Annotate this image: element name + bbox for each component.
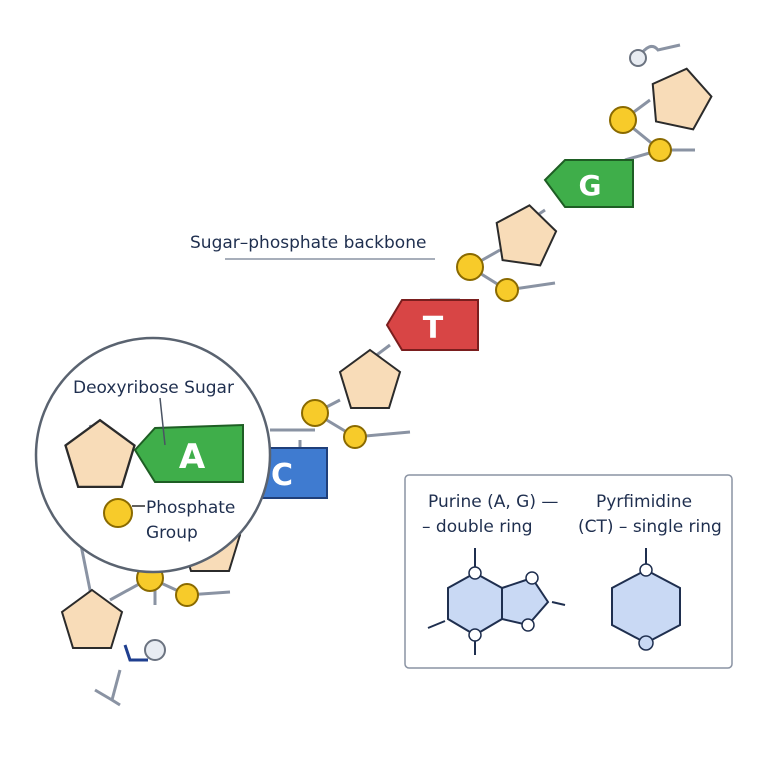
sugar-pentagon xyxy=(339,349,401,409)
sugar-label: Deoxyribose Sugar xyxy=(73,378,234,398)
base-t: T xyxy=(385,299,479,351)
base-letter: C xyxy=(271,458,293,493)
base-letter: T xyxy=(423,311,444,346)
magnifier-inset: A Deoxyribose Sugar Phosphate Group xyxy=(34,336,272,574)
base-letter: A xyxy=(179,437,206,477)
base-letter: G xyxy=(579,169,602,202)
sugar-pentagon xyxy=(490,200,561,268)
phosphate-label: Phosphate xyxy=(146,498,235,518)
bond-line xyxy=(123,644,148,662)
sugar-pentagon xyxy=(644,61,717,133)
purine-label: – double ring xyxy=(422,517,533,537)
pyrimidine-single-ring-icon xyxy=(611,548,681,651)
base-g: G xyxy=(543,159,634,208)
terminal-groups xyxy=(144,49,647,661)
purine-double-ring-icon xyxy=(427,548,566,655)
backbone-label: Sugar–phosphate backbone xyxy=(190,233,426,253)
legend-box: Purine (A, G) — – double ring Pyrfimidin… xyxy=(404,474,733,669)
pyrimidine-label: (CT) – single ring xyxy=(578,517,722,537)
purine-label: Purine (A, G) — xyxy=(428,492,558,512)
pyrimidine-label: Pyrfimidine xyxy=(596,492,692,512)
phosphate-label: Group xyxy=(146,523,198,543)
